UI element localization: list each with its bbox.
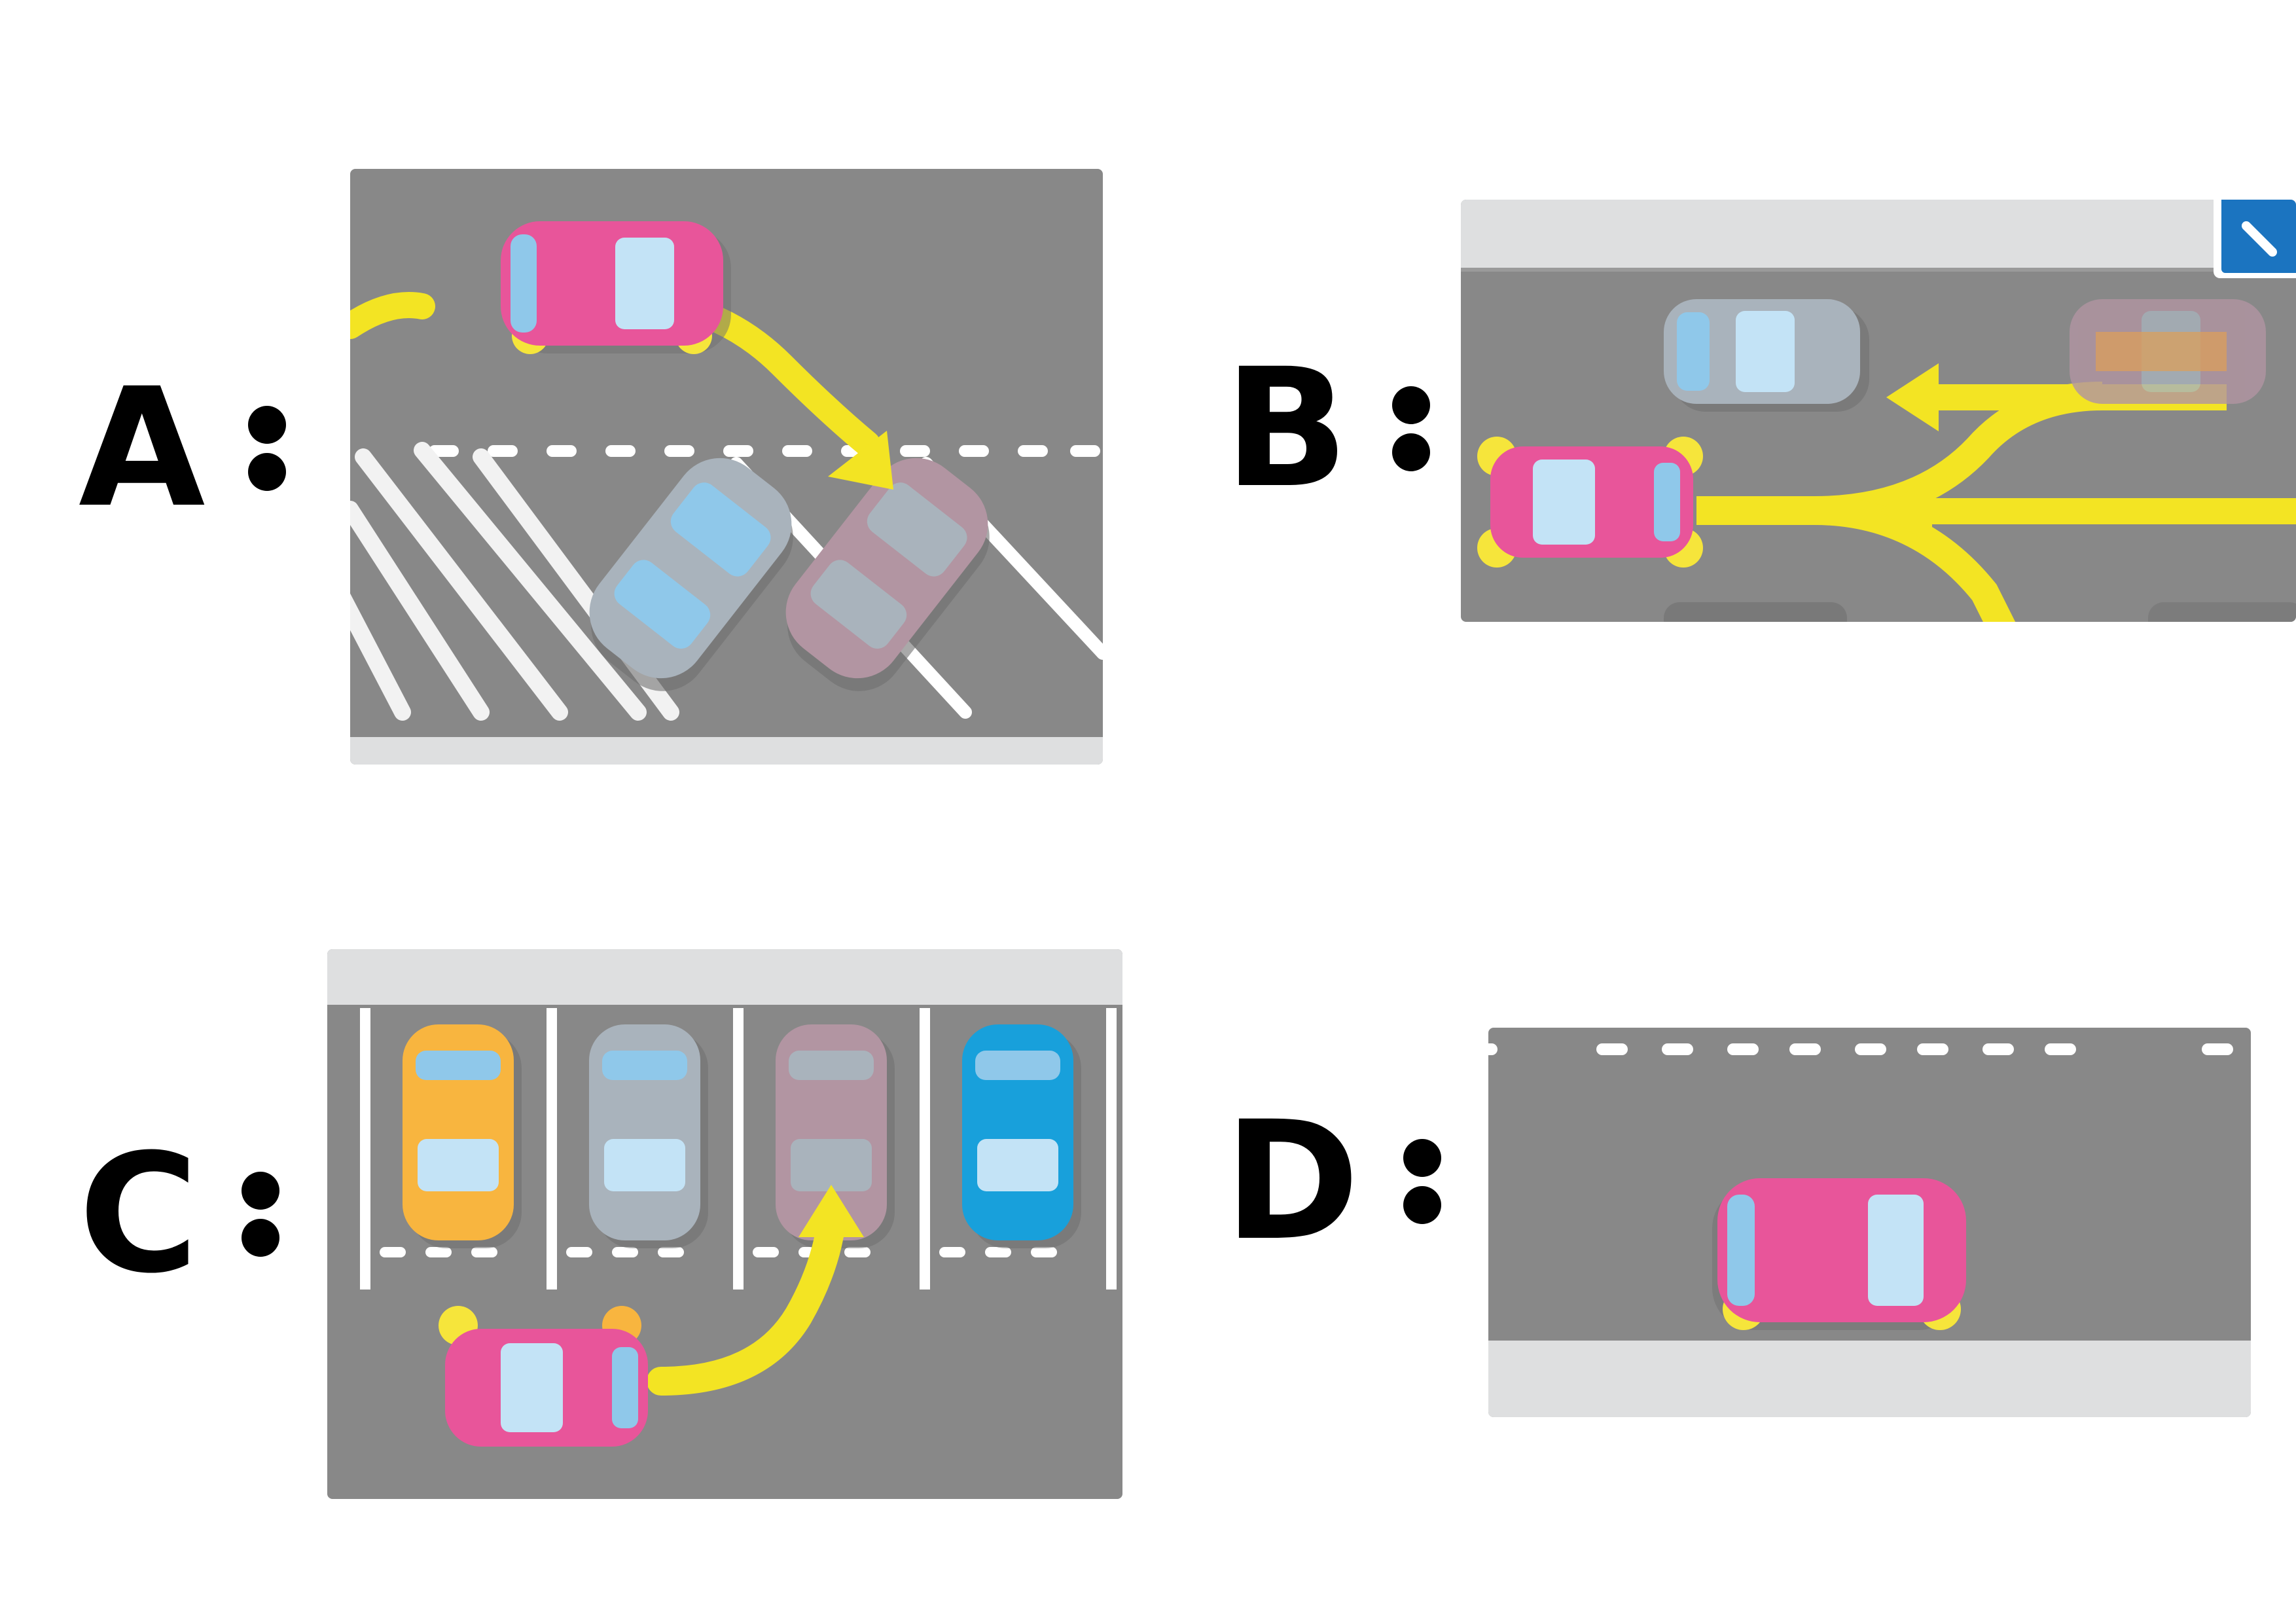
colon-icon: [248, 406, 287, 491]
scene-a[interactable]: [350, 169, 1103, 765]
letter-c: C: [79, 1119, 198, 1309]
letter-a: A: [79, 353, 205, 543]
scene-b[interactable]: [1461, 200, 2296, 622]
option-label-d: D: [1224, 1100, 1441, 1263]
scene-c-illustration: [327, 949, 1122, 1499]
option-label-c: C: [79, 1119, 280, 1309]
letter-b: B: [1224, 333, 1349, 524]
direction-sign-icon: [2221, 200, 2296, 273]
scene-c[interactable]: [327, 949, 1122, 1499]
colon-icon: [1403, 1139, 1441, 1224]
scene-d[interactable]: [1488, 1028, 2251, 1417]
colon-icon: [242, 1172, 280, 1257]
colon-icon: [1391, 386, 1430, 471]
option-label-b: B: [1224, 347, 1430, 511]
scene-a-illustration: [350, 169, 1103, 765]
scene-d-illustration: [1488, 1028, 2251, 1417]
scene-b-illustration: [1461, 200, 2296, 622]
letter-d: D: [1224, 1086, 1360, 1276]
option-label-a: A: [79, 353, 287, 543]
